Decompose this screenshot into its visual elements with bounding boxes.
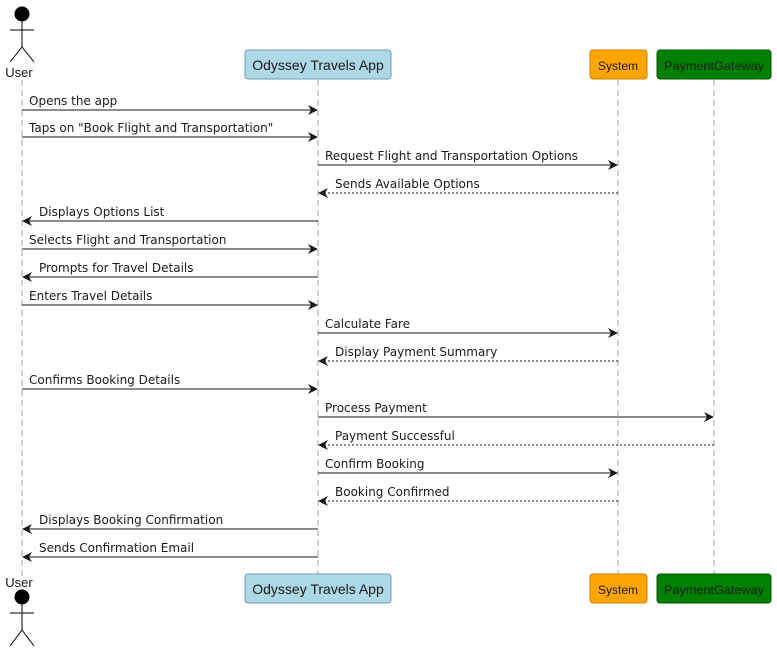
participant-label-gateway: PaymentGateway (664, 583, 764, 597)
message-label: Prompts for Travel Details (39, 261, 194, 275)
participant-box-gateway (656, 573, 772, 604)
participant-label-app: Odyssey Travels App (252, 57, 384, 73)
participant-box-app (244, 573, 392, 604)
participants-top: User Odyssey Travels App System PaymentG… (5, 6, 772, 80)
message: Confirm Booking (318, 457, 618, 478)
message: Process Payment (318, 401, 714, 422)
message: Payment Successful (318, 429, 714, 450)
message: Taps on "Book Flight and Transportation" (22, 121, 318, 142)
message-label: Booking Confirmed (335, 485, 450, 499)
message: Opens the app (22, 94, 318, 115)
actor-label-user-top: User (5, 65, 33, 80)
message: Displays Options List (22, 205, 318, 226)
participant-gateway-top: PaymentGateway (656, 49, 772, 80)
message: Booking Confirmed (318, 485, 618, 506)
participant-label-gateway: PaymentGateway (664, 59, 764, 73)
actor-head-icon (14, 6, 30, 22)
message-label: Process Payment (325, 401, 427, 415)
actor-user-bottom: User (5, 575, 35, 647)
message-label: Confirms Booking Details (29, 373, 180, 387)
message-label: Sends Confirmation Email (39, 541, 194, 555)
participant-system-top: System (589, 49, 648, 80)
lifelines (21, 80, 715, 578)
message-label: Display Payment Summary (335, 345, 497, 359)
participant-label-app: Odyssey Travels App (252, 581, 384, 597)
participant-box-app (244, 49, 392, 80)
participant-app-bottom: Odyssey Travels App (244, 573, 392, 604)
message-label: Enters Travel Details (29, 289, 152, 303)
message-label: Selects Flight and Transportation (29, 233, 226, 247)
participants-bottom: User Odyssey Travels App System PaymentG… (5, 573, 772, 647)
message-label: Request Flight and Transportation Option… (325, 149, 578, 163)
message: Prompts for Travel Details (22, 261, 318, 282)
message: Request Flight and Transportation Option… (318, 149, 618, 170)
message: Calculate Fare (318, 317, 618, 338)
participant-label-system: System (598, 59, 638, 73)
message: Display Payment Summary (318, 345, 618, 366)
message-label: Displays Options List (39, 205, 165, 219)
participant-gateway-bottom: PaymentGateway (656, 573, 772, 604)
message-label: Payment Successful (335, 429, 455, 443)
message: Selects Flight and Transportation (22, 233, 318, 254)
message: Sends Available Options (318, 177, 618, 198)
participant-system-bottom: System (589, 573, 648, 604)
message-label: Taps on "Book Flight and Transportation" (28, 121, 273, 135)
message-label: Sends Available Options (335, 177, 480, 191)
participant-box-system (589, 49, 648, 80)
actor-user-top: User (5, 6, 35, 80)
message-label: Opens the app (29, 94, 117, 108)
message-label: Displays Booking Confirmation (39, 513, 223, 527)
message: Sends Confirmation Email (22, 541, 318, 562)
message-label: Calculate Fare (325, 317, 410, 331)
actor-label-user-bottom: User (5, 575, 33, 590)
actor-head-icon (14, 589, 30, 605)
message-label: Confirm Booking (325, 457, 425, 471)
message: Enters Travel Details (22, 289, 318, 310)
participant-box-gateway (656, 49, 772, 80)
message: Displays Booking Confirmation (22, 513, 318, 534)
message: Confirms Booking Details (22, 373, 318, 394)
participant-label-system: System (598, 583, 638, 597)
participant-box-system (589, 573, 648, 604)
participant-app-top: Odyssey Travels App (244, 49, 392, 80)
